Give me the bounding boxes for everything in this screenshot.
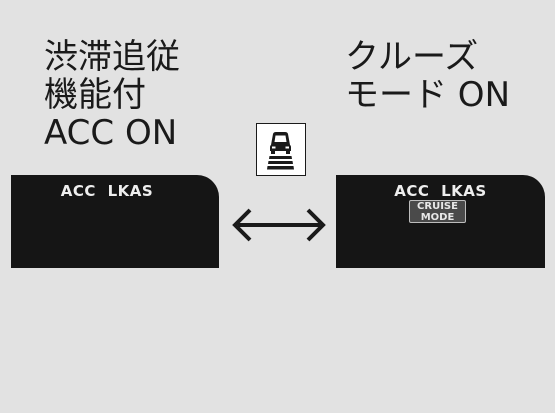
cruise-mode-badge: CRUISE MODE	[409, 200, 466, 223]
right-mode-caption: クルーズ モード ON	[345, 38, 510, 114]
acc-lkas-indicator: ACC LKAS	[60, 182, 154, 200]
left-mode-caption: 渋滞追従 機能付 ACC ON	[44, 38, 180, 152]
double-arrow-icon	[232, 208, 326, 242]
right-instrument-display: ACC LKAS CRUISE MODE	[336, 175, 545, 268]
left-caption-line-2: 機能付	[44, 75, 146, 115]
cruise-badge-line-2: MODE	[420, 212, 455, 223]
left-caption-line-3: ACC ON	[44, 113, 178, 153]
acc-lkas-indicator: ACC LKAS	[394, 182, 487, 200]
left-instrument-display: ACC LKAS	[11, 175, 219, 268]
right-caption-line-2: モード ON	[345, 75, 511, 115]
cruise-badge-line-1: CRUISE	[417, 201, 458, 212]
right-caption-line-1: クルーズ	[345, 37, 479, 77]
left-caption-line-1: 渋滞追従	[44, 37, 180, 77]
acc-following-car-icon	[256, 123, 306, 176]
